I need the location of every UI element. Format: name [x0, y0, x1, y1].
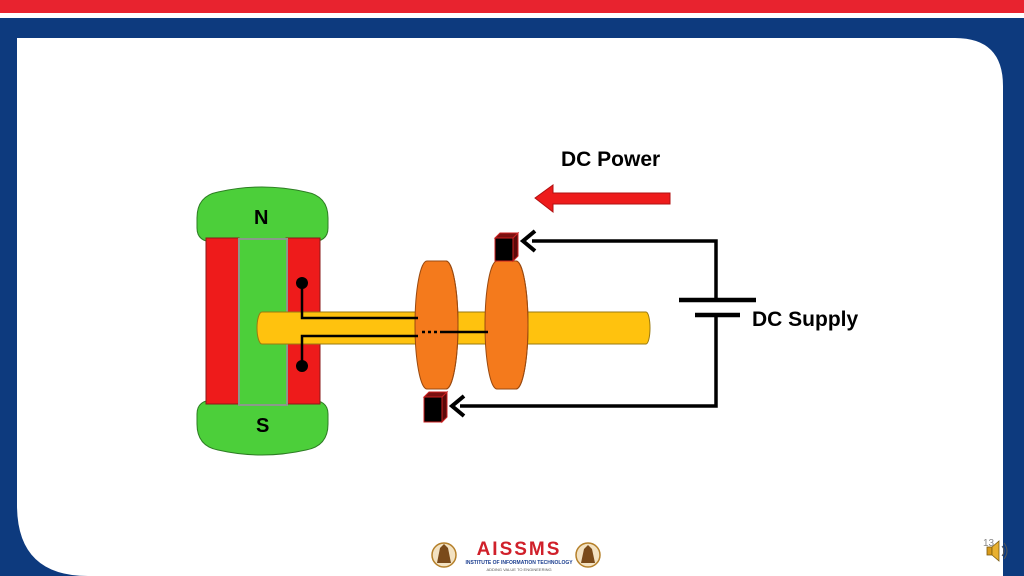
conductor-bottom: [300, 334, 418, 366]
winding-left: [205, 237, 240, 405]
dc-power-label: DC Power: [561, 148, 661, 171]
slip-ring-1: [414, 260, 459, 390]
south-pole-piece: [196, 399, 329, 456]
north-pole-label: N: [254, 207, 269, 229]
slip-ring-1-face: [445, 260, 459, 390]
wire-top: [532, 239, 718, 290]
logo-name: AISSMS: [476, 539, 562, 560]
winding-terminal-top: [296, 277, 308, 289]
dc-power-arrow: [534, 184, 671, 214]
winding-terminal-bottom: [296, 360, 308, 372]
logo-emblem-left: [431, 542, 457, 568]
wire-bottom: [460, 325, 718, 408]
logo-subtitle: INSTITUTE OF INFORMATION TECHNOLOGY: [465, 560, 573, 566]
brush-top: [494, 237, 514, 262]
header-white-stripe: [0, 13, 1024, 18]
header-blue-band: [0, 18, 1024, 38]
speaker-icon[interactable]: [986, 540, 1008, 562]
arrow-head-top: [519, 229, 537, 253]
institution-logo: AISSMS INSTITUTE OF INFORMATION TECHNOLO…: [459, 540, 579, 572]
dc-supply-label: DC Supply: [752, 308, 859, 331]
conductor-top: [300, 283, 418, 320]
north-pole-piece: [196, 186, 329, 243]
logo-emblem-right: [575, 542, 601, 568]
south-pole-label: S: [256, 415, 270, 437]
logo-tagline: ADDING VALUE TO ENGINEERING: [486, 567, 552, 572]
brush-bottom: [423, 396, 443, 423]
slide-number: 13: [983, 538, 995, 549]
slip-ring-2: [484, 260, 529, 390]
slip-ring-2-face: [515, 260, 529, 390]
arrow-head-bottom: [448, 394, 466, 418]
header-red-band: [0, 0, 1024, 13]
